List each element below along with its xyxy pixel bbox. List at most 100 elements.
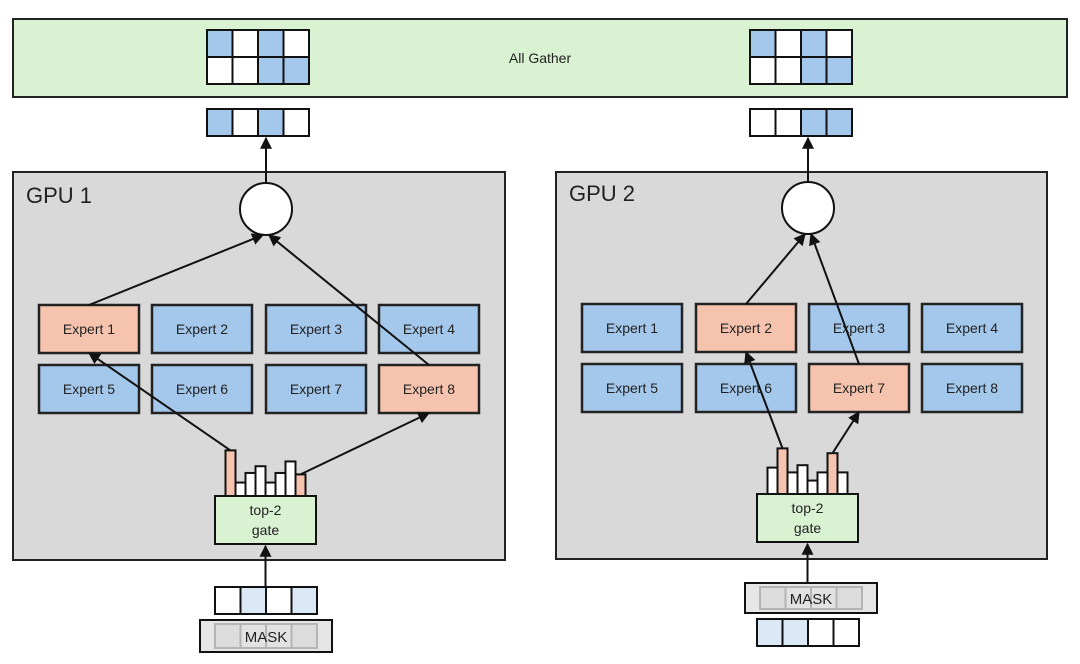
output-vector-cell <box>800 108 828 137</box>
expert-5: Expert 5 <box>37 363 141 415</box>
gate-score-bar <box>284 460 297 498</box>
input-block: MASK <box>199 544 333 653</box>
mask-cell <box>265 623 293 649</box>
expert-6: Expert 6 <box>694 362 798 414</box>
expert-label: Expert 5 <box>606 380 658 396</box>
expert-box <box>920 362 1024 414</box>
expert-label: Expert 6 <box>176 381 228 397</box>
gate-score-bar <box>826 452 839 496</box>
gate-score-bar <box>776 447 789 495</box>
gathered-matrix-cell <box>774 29 802 58</box>
expert-label: Expert 8 <box>946 380 998 396</box>
expert-label: Expert 1 <box>63 321 115 337</box>
gpu-1-content: Expert 1 Expert 2 Expert 3 Expert 4 Expert 5… <box>37 136 481 653</box>
output-vector-cell <box>749 108 777 137</box>
route-to-expert-7-arrow <box>831 410 860 454</box>
expert-box <box>150 363 254 415</box>
gathered-matrix-cell <box>206 56 234 85</box>
expert-2-to-combine-arrow <box>745 233 806 305</box>
all-gather-bar <box>12 18 1068 98</box>
combine-node <box>239 182 293 236</box>
input-vector-cell <box>756 618 784 647</box>
mask-cell <box>239 623 267 649</box>
gate-score-bar <box>264 481 277 497</box>
output-vector-cell <box>231 108 259 137</box>
output-vector-cell <box>825 108 853 137</box>
all-gather-label: All Gather <box>509 50 572 66</box>
gathered-matrix-cell <box>800 29 828 58</box>
gate-score-bar <box>244 471 257 497</box>
mask-cell <box>290 623 318 649</box>
gathered-matrix-cell <box>825 56 853 85</box>
expert-label: Expert 8 <box>403 381 455 397</box>
expert-box <box>580 302 684 354</box>
gathered-matrix-cell <box>282 56 310 85</box>
expert-box <box>920 302 1024 354</box>
gate-score-bar <box>274 471 287 497</box>
gathered-matrix-cell <box>206 29 234 58</box>
mask-cell <box>214 623 242 649</box>
expert-4: Expert 4 <box>377 303 481 355</box>
expert-2: Expert 2 <box>694 302 798 354</box>
expert-6: Expert 6 <box>150 363 254 415</box>
expert-label: Expert 1 <box>606 320 658 336</box>
expert-label: Expert 3 <box>833 320 885 336</box>
gathered-matrix-cell <box>800 56 828 85</box>
all-gather-block: All Gather <box>12 18 1068 98</box>
input-vector-cell <box>807 618 835 647</box>
expert-label: Expert 7 <box>833 380 885 396</box>
gpu-2-label: GPU 2 <box>569 181 635 206</box>
output-vector-cell <box>257 108 285 137</box>
expert-label: Expert 2 <box>720 320 772 336</box>
gate-score-bar <box>816 471 829 495</box>
gathered-matrix-cell <box>282 29 310 58</box>
gathered-matrix-cell <box>774 56 802 85</box>
input-vector-cell <box>214 586 242 615</box>
expert-2: Expert 2 <box>150 303 254 355</box>
expert-label: Expert 5 <box>63 381 115 397</box>
output-vector-cell <box>206 108 234 137</box>
top2-gate: top-2 gate <box>756 493 859 543</box>
input-vector-cell <box>781 618 809 647</box>
gathered-matrix-cell <box>825 29 853 58</box>
output-vector-gpu-2 <box>749 108 853 137</box>
combine-node <box>781 181 835 235</box>
output-vector-cell <box>774 108 802 137</box>
mask-label: MASK <box>790 591 833 608</box>
input-vector-cell <box>239 586 267 615</box>
gathered-matrix-cell <box>749 56 777 85</box>
gathered-matrix-cell <box>749 29 777 58</box>
gate-label-line1: top-2 <box>792 500 824 516</box>
expert-5: Expert 5 <box>580 362 684 414</box>
route-to-expert-8-arrow <box>300 412 431 476</box>
gpu-1-label: GPU 1 <box>26 183 92 208</box>
expert-box <box>377 363 481 415</box>
expert-label: Expert 6 <box>720 380 772 396</box>
output-vector-gpu-1 <box>206 108 310 137</box>
gate-score-bar <box>806 479 819 495</box>
gate-label-line2: gate <box>252 522 279 538</box>
output-vector-cell <box>282 108 310 137</box>
expert-3: Expert 3 <box>264 303 368 355</box>
expert-box <box>580 362 684 414</box>
expert-label: Expert 4 <box>403 321 455 337</box>
gate-box <box>214 495 317 545</box>
gathered-matrix-gpu-1 <box>206 29 310 85</box>
expert-7: Expert 7 <box>264 363 368 415</box>
gate-score-bar <box>766 466 779 496</box>
expert-7-to-combine-arrow <box>809 232 860 365</box>
input-vector-cell <box>265 586 293 615</box>
gate-score-bar <box>786 471 799 495</box>
expert-box <box>807 302 911 354</box>
gate-label-line2: gate <box>794 520 821 536</box>
gate-score-bar <box>796 464 809 496</box>
expert-label: Expert 2 <box>176 321 228 337</box>
expert-box <box>150 303 254 355</box>
expert-1-to-combine-arrow <box>88 233 265 306</box>
route-to-expert-1-arrow <box>88 352 232 452</box>
expert-3: Expert 3 <box>807 302 911 354</box>
expert-8-to-combine-arrow <box>268 234 430 366</box>
route-to-expert-2-arrow <box>744 350 784 449</box>
